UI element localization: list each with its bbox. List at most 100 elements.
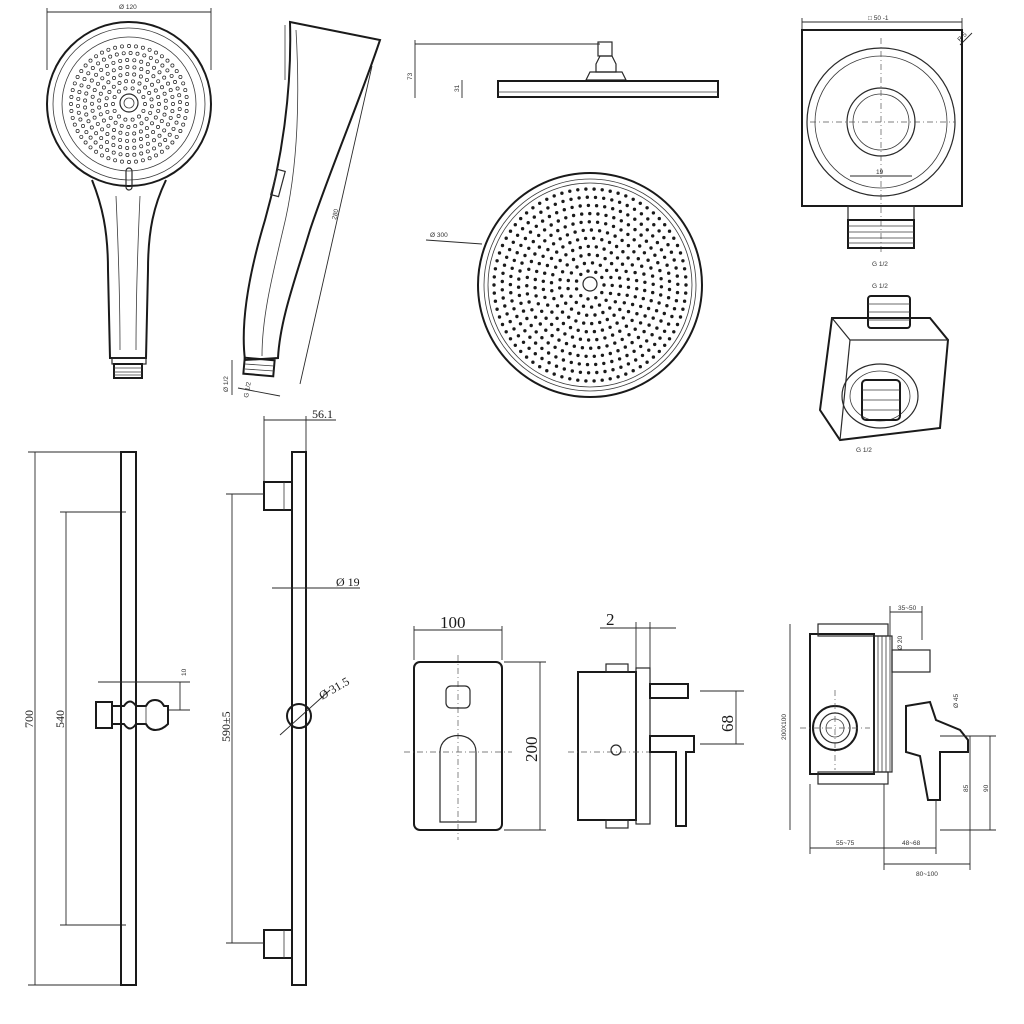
cover-plate-front-view: 100 200 <box>404 613 546 840</box>
nozzle-dot <box>152 146 157 151</box>
nozzle-dot <box>649 299 653 303</box>
box-height-label: 200X100 <box>781 714 788 740</box>
nozzle-dot <box>605 344 609 348</box>
nozzle-dot <box>77 90 82 94</box>
nozzle-dot <box>602 196 606 200</box>
nozzle-dot <box>121 51 126 56</box>
nozzle-dot <box>592 187 596 191</box>
nozzle-dot <box>104 103 108 108</box>
nozzle-dot <box>549 256 554 261</box>
slide-rail-front-view: 700 540 10 <box>22 451 190 986</box>
wall-elbow-front-view: □ 50 -1 R 5 19 G 1/2 <box>801 15 973 268</box>
nozzle-dot <box>569 294 573 298</box>
nozzle-dot <box>147 156 152 161</box>
nozzle-dot <box>523 253 527 258</box>
nozzle-dot <box>592 329 597 334</box>
nozzle-dot <box>619 228 623 232</box>
wall-elbow-iso-view: G 1/2 G 1/2 <box>818 283 950 454</box>
nozzle-dot <box>568 377 572 381</box>
nozzle-dot <box>620 262 625 266</box>
nozzle-dot <box>586 269 590 273</box>
nozzle-dot <box>590 261 595 265</box>
nozzle-dot <box>99 144 104 149</box>
nozzle-dot <box>541 279 545 283</box>
nozzle-dot <box>123 86 128 91</box>
nozzle-dot <box>178 129 183 133</box>
nozzle-dot <box>127 160 131 164</box>
nozzle-dot <box>516 285 521 289</box>
nozzle-dot <box>113 45 118 50</box>
nozzle-dot <box>546 206 550 210</box>
nozzle-dot <box>608 351 612 356</box>
nozzle-dot <box>564 216 568 220</box>
nozzle-dot <box>602 361 606 366</box>
nozzle-dot <box>555 304 560 308</box>
nozzle-dot <box>497 315 502 319</box>
nozzle-dot <box>131 79 135 84</box>
nozzle-dot <box>137 81 142 86</box>
nozzle-dot <box>539 210 543 214</box>
nozzle-dot <box>647 348 651 352</box>
nozzle-dot <box>552 372 556 376</box>
nozzle-dot <box>500 288 504 292</box>
nozzle-dot <box>552 296 556 301</box>
nozzle-dot <box>633 295 637 299</box>
nozzle-dot <box>519 216 523 221</box>
nozzle-dot <box>523 329 527 333</box>
nozzle-dot <box>682 267 687 271</box>
box-depth-b: 48~68 <box>902 840 921 847</box>
nozzle-dot <box>120 159 124 164</box>
in-wall-box-side-view: 35~50 Ø 20 Ø 45 200X100 85 90 <box>781 605 996 878</box>
nozzle-dot <box>107 90 112 94</box>
box-handle-label: Ø 45 <box>953 694 960 708</box>
nozzle-dot <box>125 72 130 77</box>
nozzle-dot <box>639 212 644 216</box>
nozzle-dot <box>118 58 123 63</box>
nozzle-dot <box>101 57 106 62</box>
nozzle-dot <box>527 346 531 350</box>
nozzle-dot <box>168 88 173 93</box>
nozzle-dot <box>145 70 150 74</box>
nozzle-dot <box>185 102 189 106</box>
nozzle-dot <box>554 265 558 269</box>
nozzle-dot <box>139 151 144 156</box>
nozzle-dot <box>83 140 88 145</box>
nozzle-dot <box>561 358 566 362</box>
nozzle-dot <box>540 309 544 313</box>
nozzle-dot <box>600 328 605 332</box>
nozzle-dot <box>509 291 513 295</box>
nozzle-dot <box>574 279 579 283</box>
nozzle-dot <box>635 312 639 316</box>
nozzle-dot <box>117 89 121 94</box>
rail-adjust-label: 590±5 <box>219 711 233 742</box>
nozzle-dot <box>540 346 544 351</box>
nozzle-dot <box>163 138 168 142</box>
nozzle-dot <box>70 115 75 120</box>
nozzle-dot <box>95 121 100 126</box>
nozzle-dot <box>156 125 160 129</box>
nozzle-dot <box>560 375 564 379</box>
nozzle-dot <box>134 44 138 49</box>
nozzle-dot <box>75 129 80 133</box>
nozzle-dot <box>519 243 523 248</box>
nozzle-dot <box>601 310 605 315</box>
nozzle-dot <box>675 274 679 278</box>
nozzle-dot <box>557 338 561 342</box>
nozzle-dot <box>118 145 123 150</box>
nozzle-dot <box>575 265 579 269</box>
nozzle-dot <box>630 340 634 345</box>
nozzle-dot <box>607 240 612 245</box>
nozzle-dot <box>576 328 580 332</box>
nozzle-dot <box>617 276 622 280</box>
nozzle-dot <box>561 321 566 326</box>
nozzle-dot <box>662 311 666 316</box>
nozzle-dot <box>549 281 554 285</box>
nozzle-dot <box>610 283 614 288</box>
nozzle-dot <box>579 220 583 225</box>
nozzle-dot <box>568 189 572 193</box>
nozzle-dot <box>574 319 578 323</box>
nozzle-dot <box>105 71 110 76</box>
nozzle-dot <box>140 45 145 50</box>
nozzle-dot <box>650 333 654 337</box>
nozzle-dot <box>564 341 569 346</box>
